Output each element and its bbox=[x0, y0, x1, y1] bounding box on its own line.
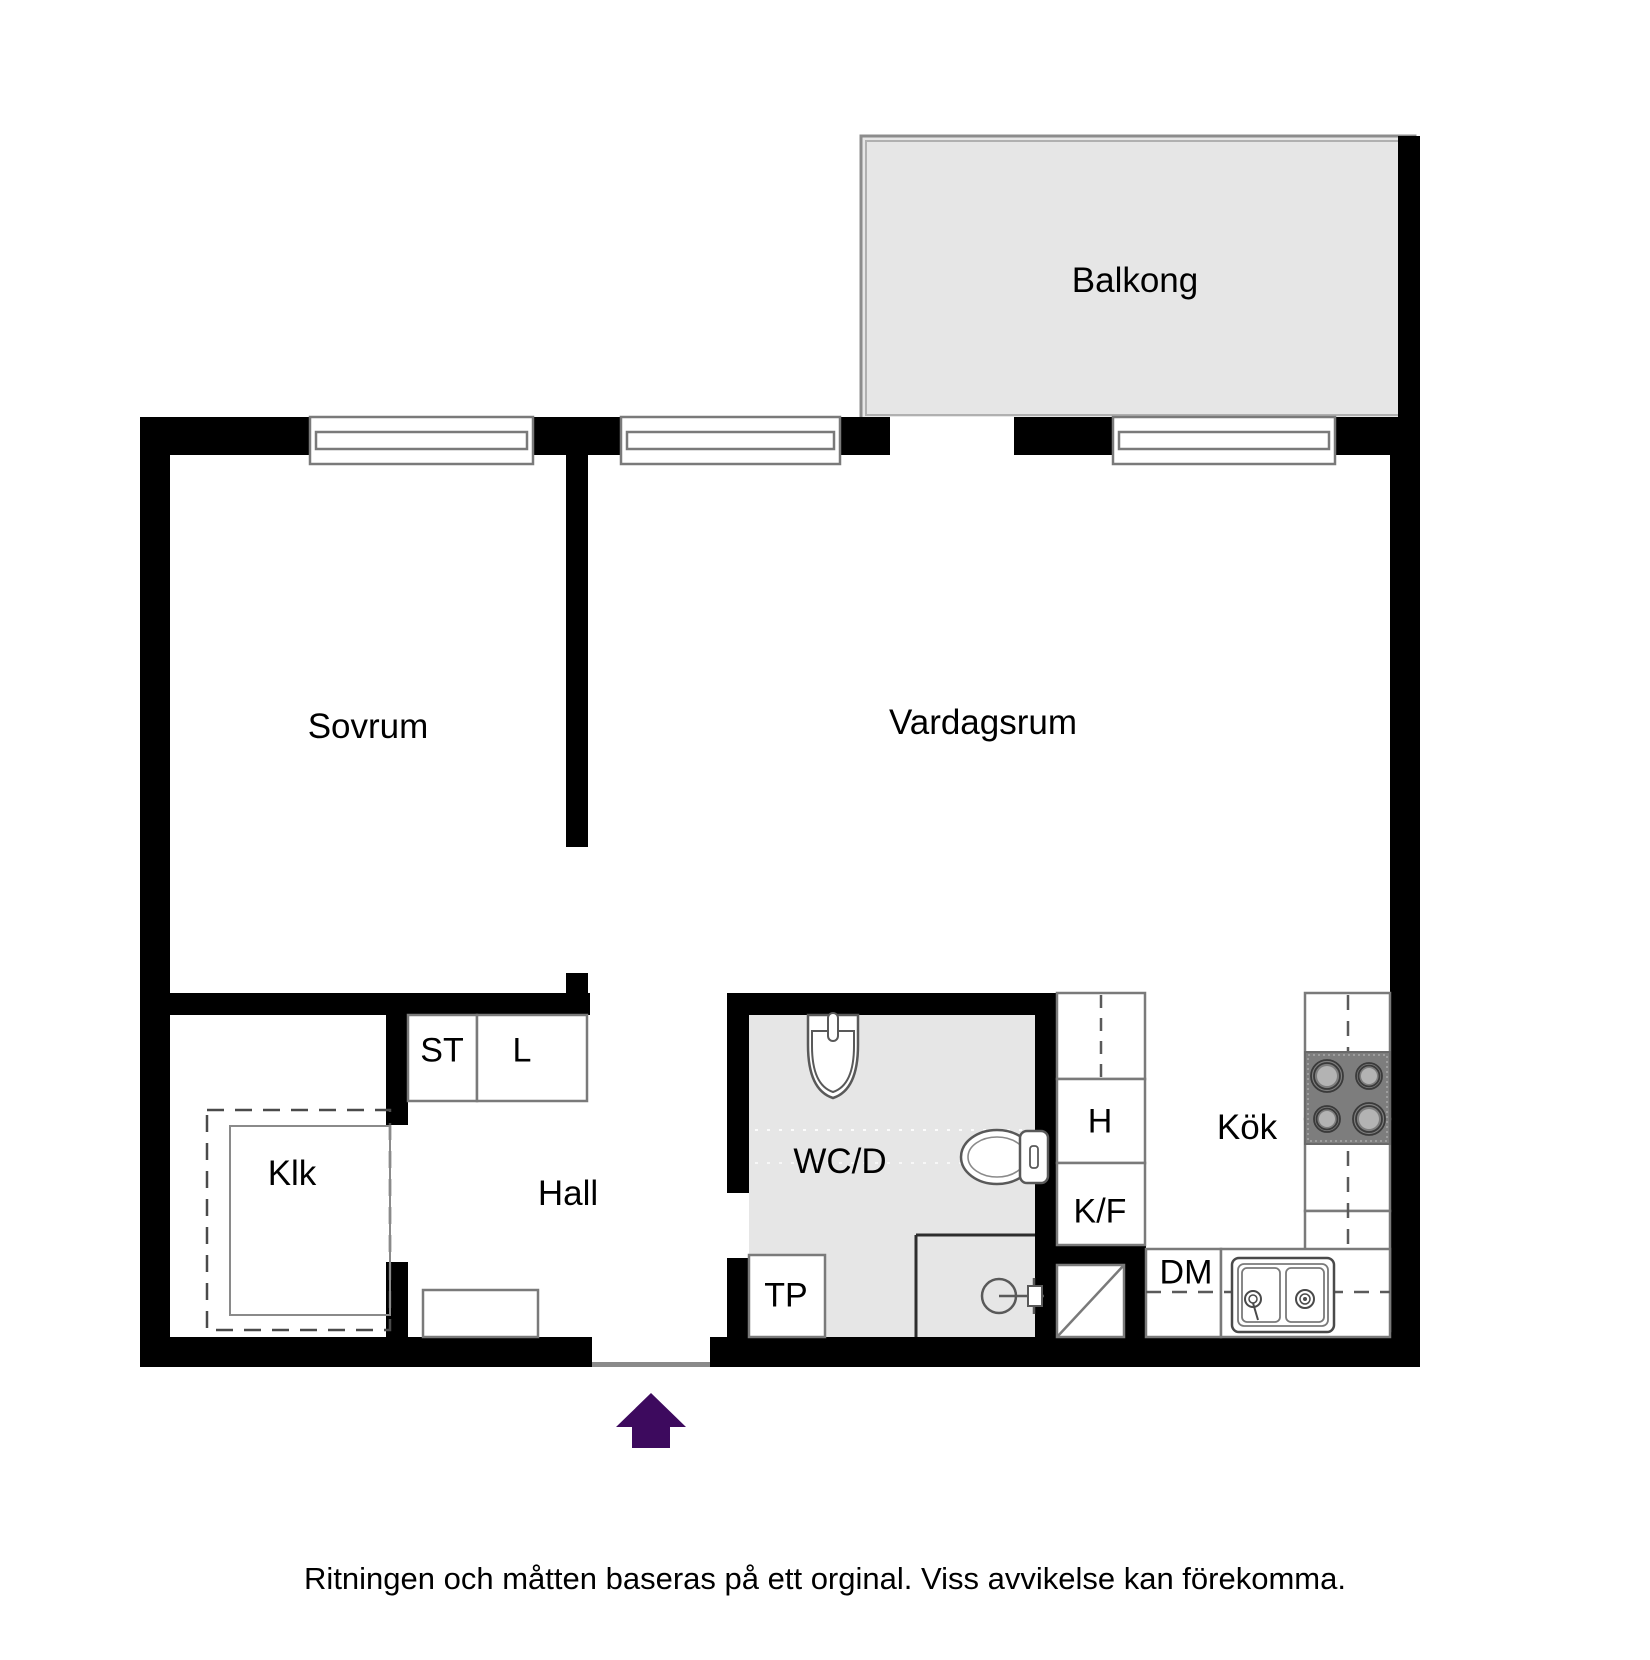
window-sovrum bbox=[308, 415, 535, 466]
balcony-area bbox=[859, 134, 1420, 426]
balcony-right-wall bbox=[1398, 136, 1420, 426]
entrance-arrow-icon bbox=[616, 1393, 686, 1448]
washbasin-icon bbox=[806, 1012, 860, 1100]
balcony-door-icon bbox=[890, 417, 1014, 455]
exterior-walls bbox=[140, 417, 1420, 1367]
entrance-threshold bbox=[592, 1362, 710, 1367]
unit-tp bbox=[747, 1253, 827, 1339]
toilet-icon bbox=[959, 1128, 1050, 1186]
window-vardagsrum bbox=[619, 415, 842, 466]
window-kok bbox=[1111, 415, 1337, 466]
kitchen-sink-icon bbox=[1230, 1256, 1336, 1334]
bathroom-door-icon bbox=[1055, 1263, 1126, 1339]
hall-low-cabinet bbox=[421, 1288, 540, 1339]
plan-disclaimer-caption: Ritningen och måtten baseras på ett orgi… bbox=[304, 1561, 1346, 1596]
kitchen-tall-units bbox=[1055, 991, 1147, 1247]
stove-icon bbox=[1304, 1051, 1391, 1145]
hall-cabinets bbox=[406, 1013, 589, 1103]
klk-wardrobe bbox=[205, 1108, 392, 1332]
shower-icon bbox=[914, 1233, 1044, 1337]
